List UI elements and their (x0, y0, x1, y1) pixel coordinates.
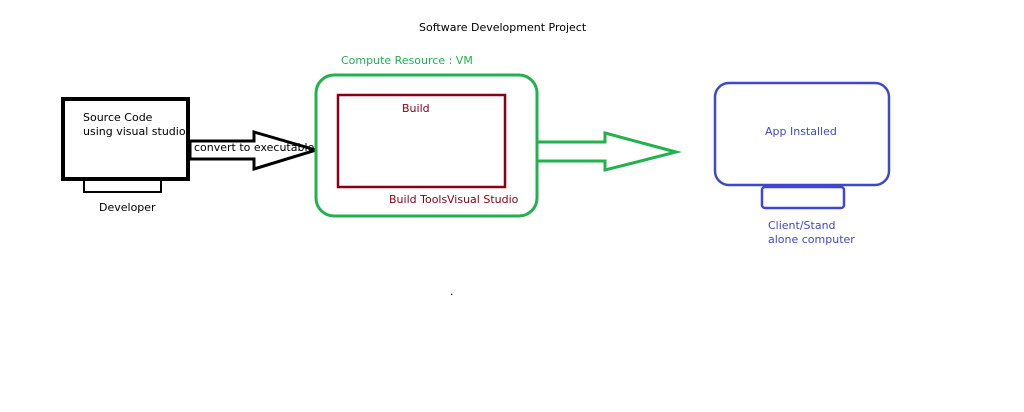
compute-vm-label: Compute Resource : VM (341, 54, 473, 67)
developer-screen-text-line1: Source Code (83, 111, 153, 124)
arrow-in-label: convert to executable (194, 141, 315, 154)
arrow-developer-to-vm (188, 130, 322, 172)
build-tools-label: Build Tools (389, 193, 448, 206)
client-label-line1: Client/Stand (768, 219, 836, 232)
diagram-title: Software Development Project (419, 21, 587, 34)
client-monitor-stand (760, 185, 846, 210)
developer-label: Developer (99, 201, 156, 214)
build-box (336, 93, 507, 189)
client-label-line2: alone computer (768, 233, 855, 246)
stray-mark: . (450, 285, 454, 298)
developer-screen-text-line2: using visual studio (83, 125, 186, 138)
visual-studio-label: Visual Studio (447, 193, 519, 206)
arrow-vm-to-client (535, 131, 682, 172)
client-monitor (713, 81, 891, 187)
build-label: Build (402, 102, 430, 115)
developer-monitor-stand (83, 179, 162, 193)
client-screen-text: App Installed (765, 125, 837, 138)
